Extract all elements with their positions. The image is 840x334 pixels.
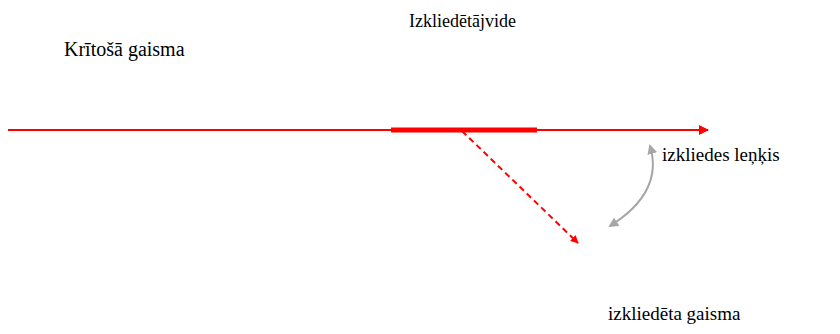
text-label: Krītošā gaisma	[64, 37, 185, 61]
incident-beam	[8, 129, 708, 131]
medium-heading: Izkliedētājvide	[409, 11, 516, 33]
medium-circle	[389, 57, 536, 204]
scattered-ray	[462, 131, 578, 243]
angle-arc	[610, 146, 653, 226]
scattering-medium: Izkliedētājvide	[389, 57, 536, 204]
text-label: izkliedes leņķis	[662, 144, 780, 167]
text-label: izkliedēta gaisma	[608, 303, 740, 326]
